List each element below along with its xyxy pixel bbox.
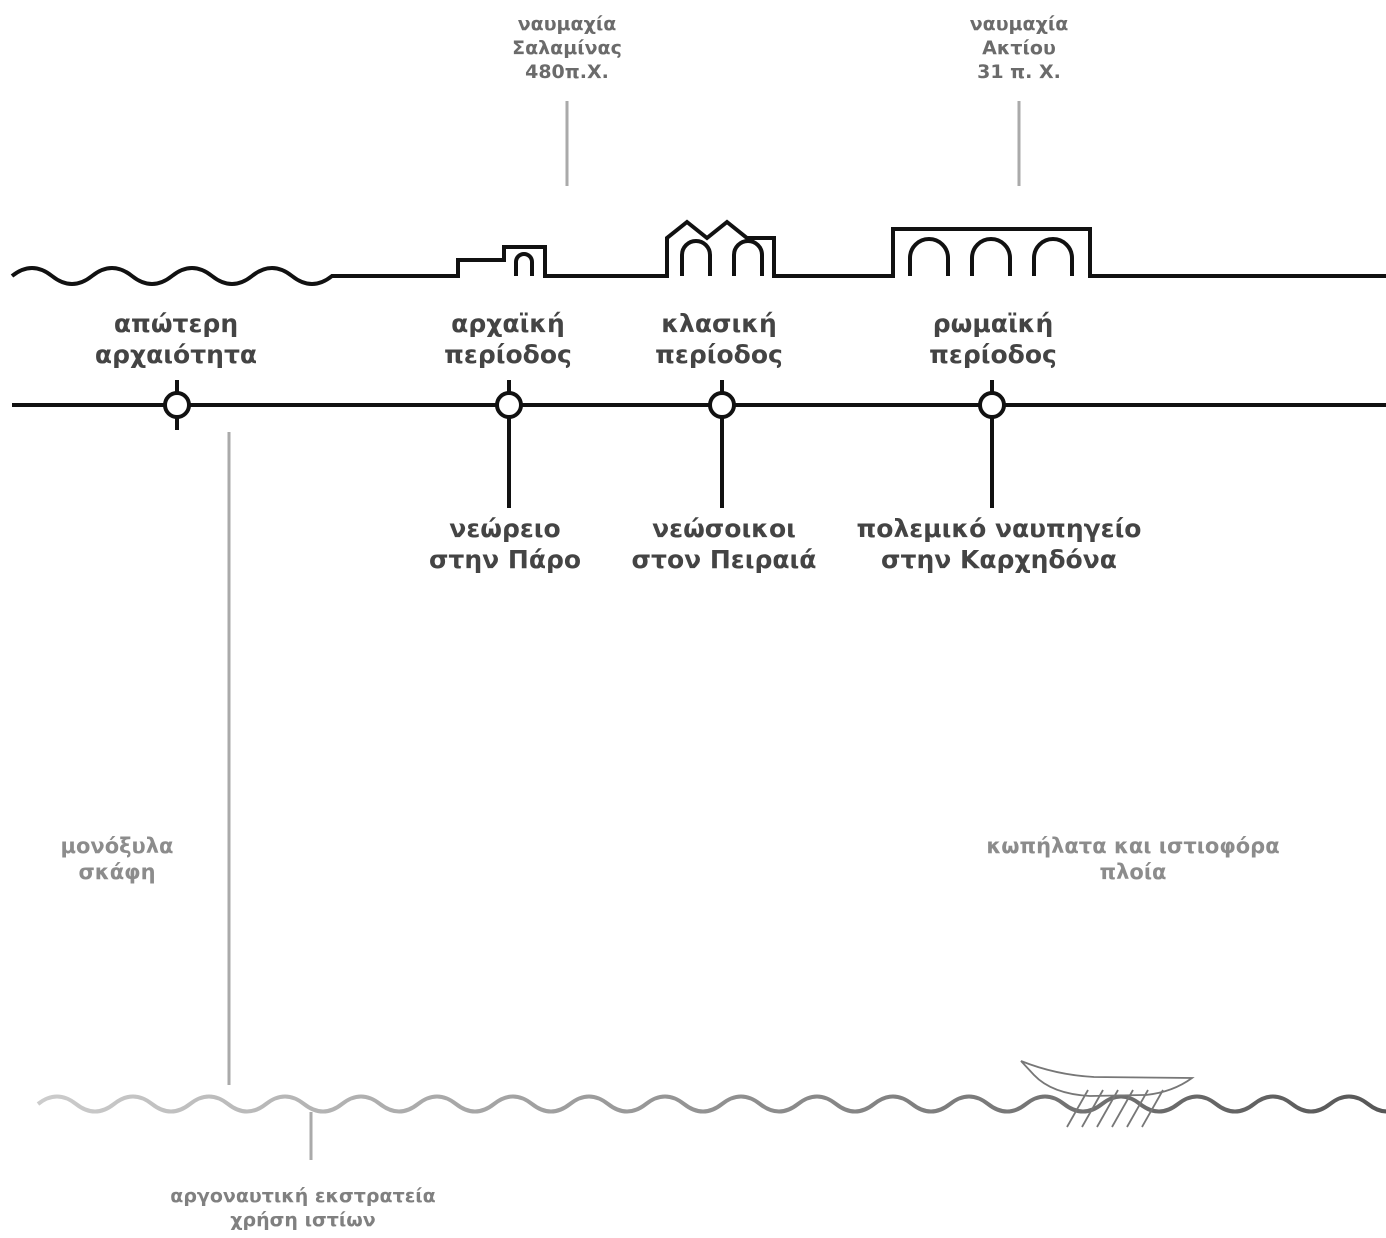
dugout-boats-label: μονόξυλα σκάφη bbox=[61, 833, 174, 886]
period-label-line: περίοδος bbox=[929, 340, 1057, 370]
period-label-line: αρχαιότητα bbox=[94, 340, 258, 370]
timeline-node-remote-antiquity bbox=[163, 380, 191, 430]
argonauts-label-line: χρήση ιστίων bbox=[230, 1208, 376, 1231]
battle-label-line: ναυμαχία bbox=[517, 13, 617, 35]
vessel-label-line: πλοία bbox=[1099, 860, 1167, 885]
argonauts-label: αργοναυτική εκστρατεία χρήση ιστίων bbox=[170, 1185, 435, 1233]
roman-arch-icon bbox=[970, 237, 1012, 276]
archaic-arch-icon bbox=[514, 252, 534, 276]
coastline-profile bbox=[10, 219, 1386, 286]
shipyard-label-line: στην Καρχηδόνα bbox=[881, 545, 1117, 575]
vessel-label-line: μονόξυλα bbox=[60, 834, 174, 858]
shipyard-label-line: νεώρειο bbox=[449, 514, 561, 543]
oared-sailing-ships-label: κωπήλατα και ιστιοφόρα πλοία bbox=[986, 833, 1279, 886]
battle-label-line: 31 π. Χ. bbox=[977, 60, 1061, 83]
argonauts-label-line: αργοναυτική εκστρατεία bbox=[170, 1185, 436, 1207]
period-label-line: απώτερη bbox=[113, 309, 239, 338]
shipyard-label-line: στον Πειραιά bbox=[631, 545, 817, 575]
actium-battle-label: ναυμαχία Ακτίου 31 π. Χ. bbox=[970, 13, 1069, 84]
shipyard-label-piraeus: νεώσοικοι στον Πειραιά bbox=[632, 513, 817, 576]
period-label-line: αρχαϊκή bbox=[451, 309, 565, 338]
salamis-battle-label: ναυμαχία Σαλαμίνας 480π.Χ. bbox=[512, 13, 622, 84]
shipyard-label-line: πολεμικό ναυπηγείο bbox=[856, 514, 1142, 543]
vessel-label-line: κωπήλατα και ιστιοφόρα bbox=[986, 834, 1280, 858]
shipyard-label-carthage: πολεμικό ναυπηγείο στην Καρχηδόνα bbox=[857, 513, 1142, 576]
battle-label-line: 480π.Χ. bbox=[525, 60, 609, 83]
shipyard-label-line: στην Πάρο bbox=[428, 545, 582, 575]
ship-sketch-icon bbox=[1020, 1060, 1195, 1128]
classical-shed-arch-icon bbox=[680, 239, 712, 276]
vessel-label-line: σκάφη bbox=[78, 860, 156, 885]
period-label-remote-antiquity: απώτερη αρχαιότητα bbox=[95, 308, 257, 371]
roman-arch-icon bbox=[908, 237, 950, 276]
roman-arch-icon bbox=[1032, 237, 1074, 276]
sea-wave-line bbox=[36, 1094, 1386, 1114]
battle-label-line: ναυμαχία bbox=[969, 13, 1069, 35]
timeline-node-roman bbox=[978, 380, 1006, 508]
battle-label-line: Ακτίου bbox=[982, 36, 1056, 59]
period-label-classical: κλασική περίοδος bbox=[655, 308, 783, 371]
period-label-line: περίοδος bbox=[444, 340, 572, 370]
period-label-line: κλασική bbox=[661, 309, 777, 338]
period-label-line: ρωμαϊκή bbox=[932, 309, 1054, 338]
timeline-node-archaic bbox=[495, 380, 523, 508]
classical-shed-arch-icon bbox=[732, 239, 764, 276]
period-label-line: περίοδος bbox=[655, 340, 783, 370]
battle-label-line: Σαλαμίνας bbox=[512, 36, 622, 59]
period-label-archaic: αρχαϊκή περίοδος bbox=[444, 308, 572, 371]
shipyard-label-line: νεώσοικοι bbox=[652, 514, 796, 543]
timeline-node-classical bbox=[708, 380, 736, 508]
period-label-roman: ρωμαϊκή περίοδος bbox=[929, 308, 1057, 371]
shipyard-label-paros: νεώρειο στην Πάρο bbox=[429, 513, 581, 576]
